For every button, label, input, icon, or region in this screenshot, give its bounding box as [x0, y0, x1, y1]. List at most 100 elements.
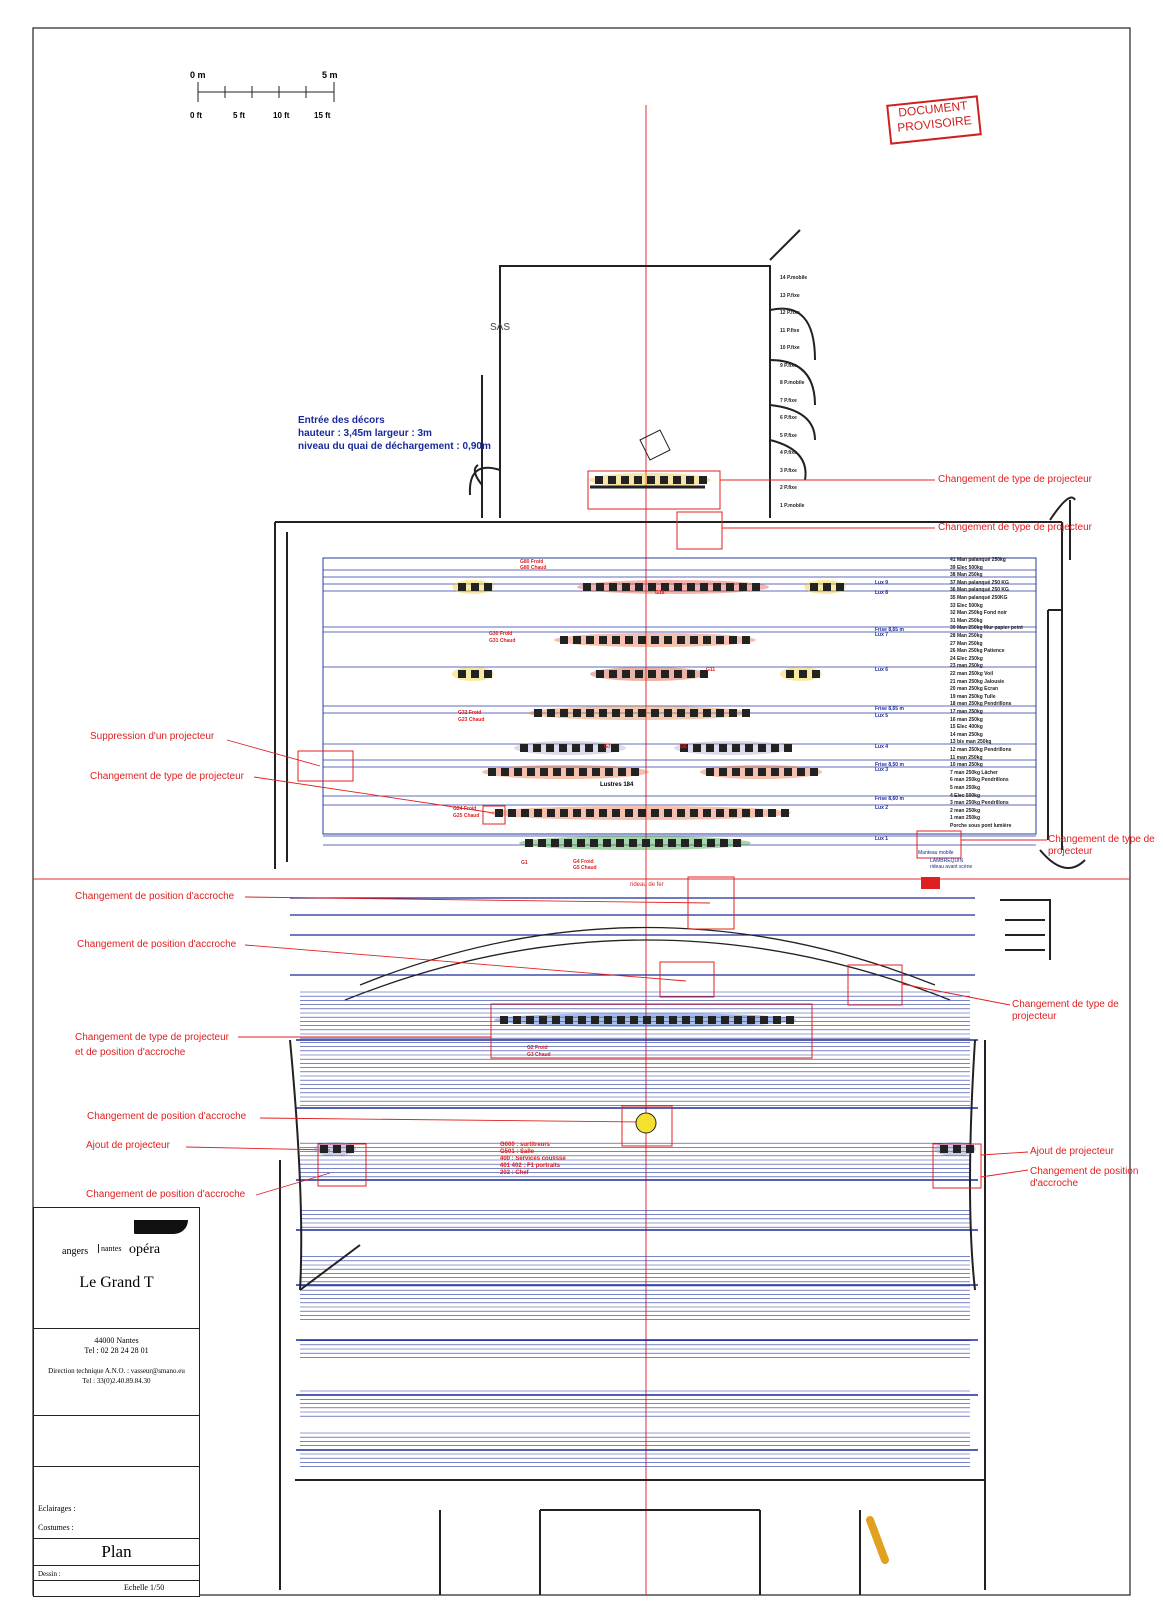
entree-quai: niveau du quai de déchargement : 0,90m — [298, 441, 491, 452]
fixture — [651, 809, 659, 817]
rideau-avant-label: rideau avant scène — [930, 864, 973, 870]
fixture — [758, 768, 766, 776]
annotation: Changement de position d'accroche — [77, 939, 237, 950]
fixture — [500, 1016, 508, 1024]
cintre-label: 13 bis man 250kg — [950, 739, 992, 746]
cintre-label: 30 Man 250kg Mur papier peint — [950, 625, 1023, 632]
cintre-label: 16 man 250kg — [950, 716, 983, 723]
annotation: Changement de type de projecteur — [938, 474, 1092, 485]
fixture — [953, 1145, 961, 1153]
lux-label: Lux 3 — [875, 767, 889, 773]
cintre-label: 10 man 250kg — [950, 762, 983, 769]
fixture — [664, 636, 672, 644]
fixture — [525, 839, 533, 847]
gel-label: G31 Chaud — [489, 638, 516, 644]
fixture — [605, 768, 613, 776]
fixture — [599, 809, 607, 817]
fixture — [677, 809, 685, 817]
direction-tel: Tel : 33(0)2.40.89.84.30 — [82, 1377, 151, 1385]
entree-title: Entrée des décors — [298, 415, 385, 426]
cintre-label: Porche sous pont lumière — [950, 823, 1012, 829]
annotation: Changement de position d'accroche — [86, 1189, 246, 1200]
fixture — [559, 744, 567, 752]
gel-label: G3 Chaud — [527, 1052, 551, 1058]
fixture — [700, 583, 708, 591]
auditorium-rows — [296, 991, 978, 1467]
porte-label: 1 P.mobile — [780, 502, 805, 509]
salle-legend-item: G501 : Salle — [500, 1149, 535, 1155]
gel-label: G5 Chaud — [573, 865, 597, 871]
fixture — [706, 744, 714, 752]
lux-label: Frise 8,50 m — [875, 762, 904, 768]
fixture — [565, 1016, 573, 1024]
fixture — [686, 476, 694, 484]
porte-label: 5 P.fixe — [780, 432, 797, 439]
cintre-label: 26 Man 250kg Patience — [950, 648, 1005, 655]
cintre-label: 3 man 250kg Pendrillons — [950, 800, 1009, 807]
fixture — [458, 583, 466, 591]
gel-label: G2 Froid — [527, 1045, 548, 1051]
fixture — [572, 744, 580, 752]
title-block: angers nantes opéra Le Grand T 44000 Nan… — [33, 1207, 200, 1597]
annotation: Changement de type de projecteur — [1048, 834, 1155, 857]
fixture — [585, 744, 593, 752]
fixture — [604, 1016, 612, 1024]
fixture — [799, 670, 807, 678]
fixture — [488, 768, 496, 776]
cintre-label: 41 Man palanqué 250kg — [950, 557, 1006, 563]
gel-label: G24 Froid — [453, 806, 477, 812]
proscenium — [290, 897, 975, 1001]
cintre-label: 6 man 250kg Pendrillons — [950, 777, 1009, 784]
fixture — [599, 636, 607, 644]
sas-label: SAS — [490, 322, 511, 333]
annotation: Changement de position d'accroche — [87, 1111, 247, 1122]
fixture — [812, 670, 820, 678]
fixture — [638, 709, 646, 717]
fixture — [527, 768, 535, 776]
fixture — [612, 809, 620, 817]
scale-m-5: 5 m — [322, 70, 338, 80]
fixture — [768, 809, 776, 817]
fixture — [618, 768, 626, 776]
fixture — [579, 768, 587, 776]
fixture — [745, 744, 753, 752]
fixture — [591, 1016, 599, 1024]
logo-angers: angers — [62, 1246, 89, 1257]
cintre-label: 15 Elec 400kg — [950, 724, 983, 731]
fixture-rows — [314, 429, 976, 1564]
fixture — [966, 1145, 974, 1153]
porte-label: 10 P.fixe — [780, 345, 800, 351]
fixture — [553, 768, 561, 776]
fixture — [664, 709, 672, 717]
fixture — [682, 1016, 690, 1024]
fixture — [638, 809, 646, 817]
fixture — [747, 1016, 755, 1024]
fixture — [655, 839, 663, 847]
gel-label: G80 Froid — [520, 559, 544, 565]
fixture — [681, 839, 689, 847]
annotation: Suppression d'un projecteur — [90, 731, 215, 742]
fixture — [729, 709, 737, 717]
fixture — [534, 709, 542, 717]
fixture — [720, 839, 728, 847]
fixture — [648, 670, 656, 678]
fixture — [752, 583, 760, 591]
fixture — [635, 583, 643, 591]
fixture — [590, 839, 598, 847]
fixture — [533, 744, 541, 752]
fixture — [546, 744, 554, 752]
fixture — [552, 1016, 560, 1024]
fixture — [771, 744, 779, 752]
fixture — [592, 768, 600, 776]
cintre-label: 33 Elec 500kg — [950, 602, 983, 609]
fixture — [745, 768, 753, 776]
fixture — [621, 476, 629, 484]
fixture — [598, 744, 606, 752]
tel: Tel : 02 28 24 28 01 — [84, 1346, 149, 1355]
fixture — [823, 583, 831, 591]
fixture — [471, 583, 479, 591]
lux-label: Lux 9 — [875, 580, 889, 586]
lux-label: Lux 6 — [875, 667, 889, 673]
cintre-label: 39 Elec 500kg — [950, 564, 983, 571]
porte-label: 11 P.fixe — [780, 327, 800, 334]
